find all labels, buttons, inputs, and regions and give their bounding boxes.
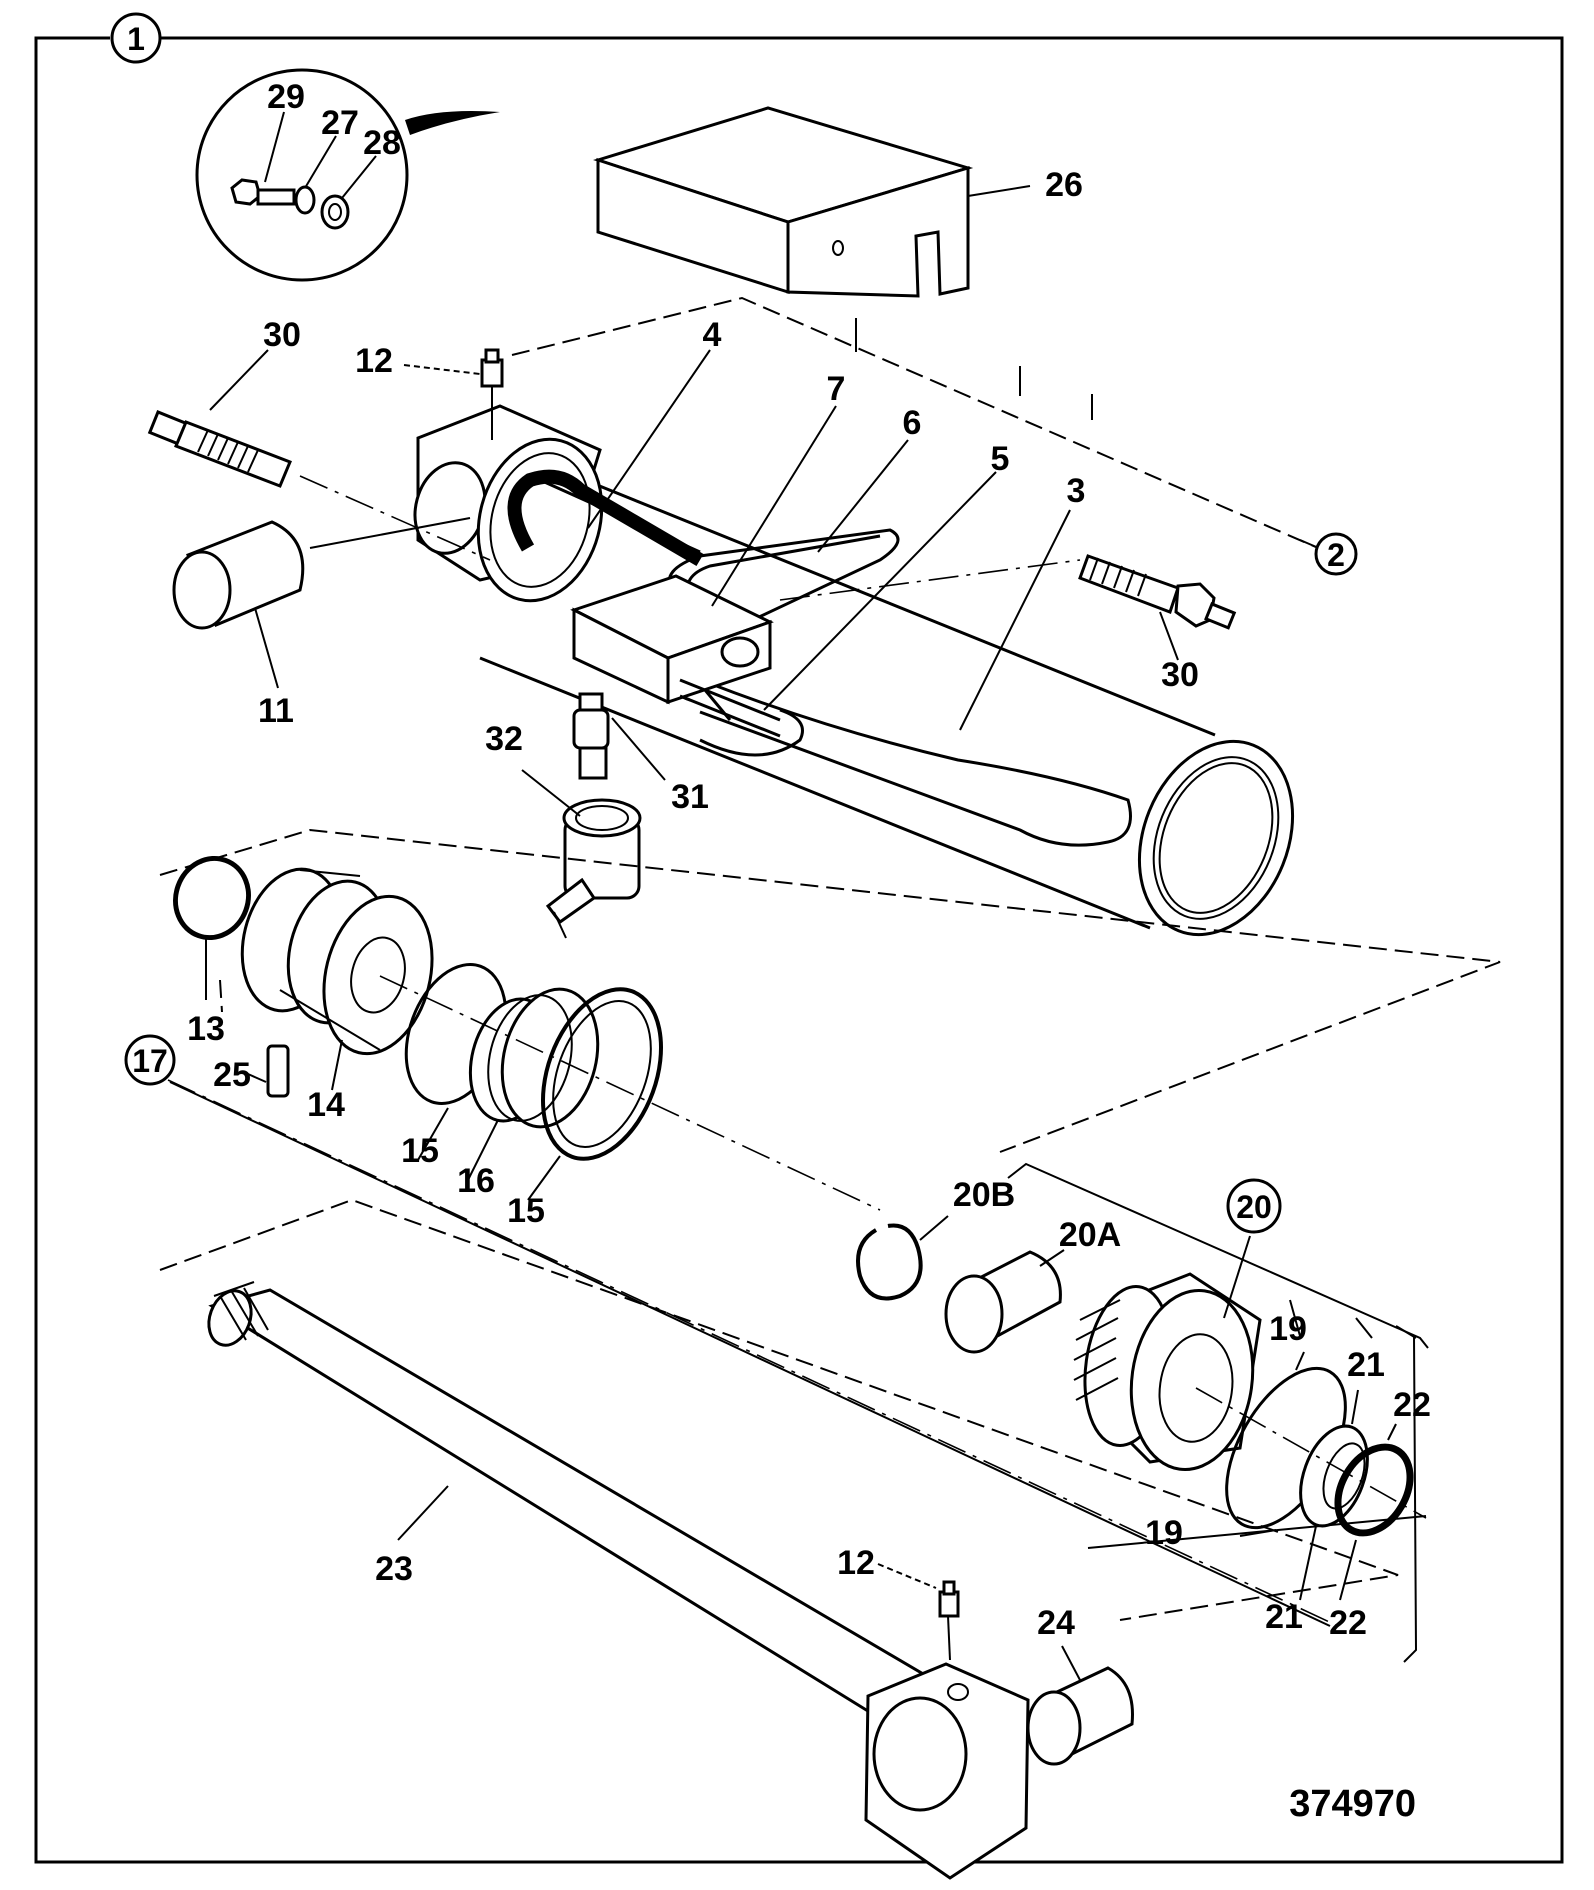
callout-circle-1 [110,12,162,64]
leaders-top [587,318,1093,731]
dowel-25 [247,1044,290,1098]
callout-31: 31 [671,778,709,816]
callout-2: 2 [1327,537,1345,573]
piston-group-bracket [159,828,1501,1153]
callout-11: 11 [258,692,294,730]
bush-11 [172,517,471,689]
callout-29: 29 [267,78,305,116]
callout-6: 6 [903,404,922,442]
callout-20: 20 [1236,1189,1272,1225]
callout-7: 7 [827,370,846,408]
drawing-number: 374970 [1289,1783,1416,1825]
ring-22 [1195,1387,1427,1601]
callout-32: 32 [485,720,523,758]
connector-32 [521,769,642,939]
callout-20b: 20B [953,1176,1015,1214]
callout-22-bottom: 22 [1329,1604,1367,1642]
piston-rod-23 [207,1281,933,1718]
gland-20 [1007,1162,1429,1663]
grease-nipple-12-top [403,348,504,440]
valve-30-left [147,349,491,561]
bolt-29 [230,178,296,206]
callout-circle-17 [124,1034,176,1086]
callout-21-top: 21 [1347,1346,1385,1384]
rod-eye [864,1662,1030,1880]
callout-30-right: 30 [1161,656,1199,694]
bracket-17 [167,1079,1339,1627]
callout-25: 25 [213,1056,251,1094]
callout-labels: 1 2 3 4 5 6 7 11 12 12 13 14 15 16 15 17… [127,21,1431,1825]
callout-13: 13 [187,1010,225,1048]
callout-28: 28 [363,124,401,162]
callout-5: 5 [991,440,1010,478]
bush-24 [1026,1645,1134,1766]
callout-30-top: 30 [263,316,301,354]
callout-24: 24 [1037,1604,1075,1642]
bracket-19-21-22 [1087,1299,1427,1549]
circlip-20b [856,1215,949,1301]
callout-26: 26 [1045,166,1083,204]
callout-3: 3 [1067,472,1086,510]
callout-19-top: 19 [1269,1310,1307,1348]
callout-4: 4 [703,316,722,354]
callout-1: 1 [127,21,145,57]
bush-20a [944,1249,1065,1354]
fastener-detail-inset [195,68,500,282]
wiper-21 [1299,1389,1369,1601]
piston-axis [379,975,881,1211]
callout-15-a: 15 [401,1132,439,1170]
callout-12-top: 12 [355,342,393,380]
pressure-switch-31 [572,692,666,781]
callout-16: 16 [457,1162,495,1200]
callout-17: 17 [132,1043,168,1079]
callout-14: 14 [307,1086,345,1124]
callout-circle-20 [1226,1178,1282,1234]
callout-19-bottom: 19 [1145,1514,1183,1552]
callout-21-bottom: 21 [1265,1598,1303,1636]
washer-28 [320,194,350,230]
o-ring-13 [173,855,251,1000]
callout-circle-2 [1314,532,1358,576]
callout-23: 23 [375,1550,413,1588]
cover-plate-26 [593,106,1031,298]
frame [34,36,1564,1864]
valve-30-right [779,554,1237,661]
piston-14 [240,867,434,1091]
seal-16 [467,987,600,1181]
manifold-block [570,574,781,738]
callout-22-top: 22 [1393,1386,1431,1424]
callout-12-bottom: 12 [837,1544,875,1582]
callout-20a: 20A [1059,1216,1121,1254]
callout-15-b: 15 [507,1192,545,1230]
rod-group-bracket [159,1198,1399,1621]
callout-27: 27 [321,104,359,142]
washer-27 [294,185,316,215]
grease-nipple-12-bottom [877,1563,960,1661]
